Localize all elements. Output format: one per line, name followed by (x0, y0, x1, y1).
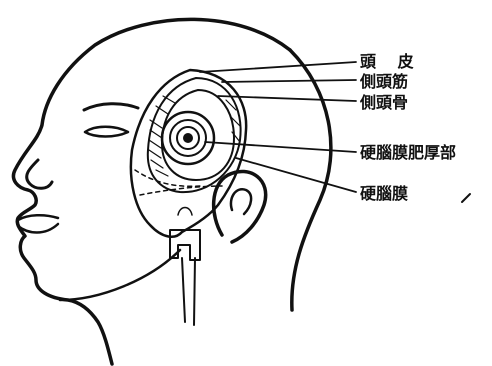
label-scalp: 頭 皮 (360, 53, 422, 71)
mouth-lower-lip (18, 224, 58, 233)
label-temporal-bone: 側頭骨 (360, 94, 408, 112)
ear-inner (231, 189, 251, 214)
drain-tube-line-left (182, 258, 185, 322)
leader-lines (200, 62, 356, 192)
dura-dashed-contour-lower (140, 186, 222, 195)
dura-thickening-core (183, 133, 193, 143)
dura-dashed-contour-upper (135, 170, 200, 186)
label-temporal-muscle: 側頭筋 (360, 73, 408, 91)
eyebrow (84, 104, 138, 110)
leader-scalp (200, 62, 356, 72)
mouth-upper-lip (18, 215, 58, 220)
leader-dura-thickening (205, 142, 356, 152)
label-dura-mater: 硬腦膜 (360, 185, 408, 203)
jaw-line (60, 250, 180, 300)
nose (27, 160, 52, 188)
drain-tube-incision (178, 208, 192, 216)
label-dura-thickening: 硬腦膜肥厚部 (360, 144, 456, 162)
print-mark (462, 194, 470, 202)
drain-tube-line-right (194, 258, 195, 325)
leader-temporal-muscle (222, 80, 356, 82)
ear-outer (214, 171, 266, 242)
eye (85, 127, 128, 137)
